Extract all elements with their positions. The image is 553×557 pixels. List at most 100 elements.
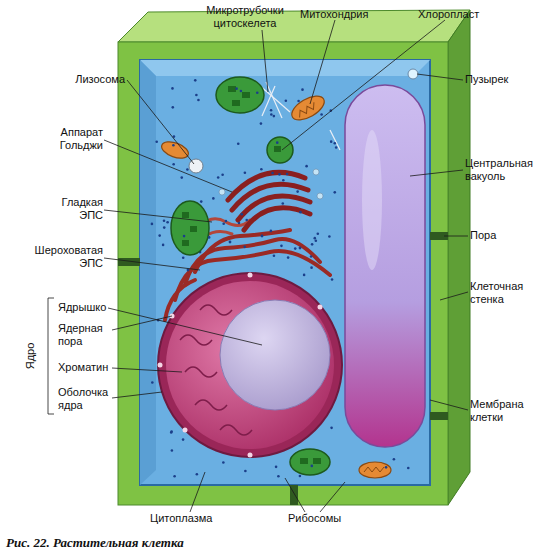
ribosome-dot (237, 142, 240, 145)
leader-line (444, 236, 468, 237)
ribosome-dot (151, 223, 154, 226)
chloroplast-body (267, 137, 293, 163)
vacuole-highlight (362, 130, 382, 270)
ribosome-dot (173, 475, 176, 478)
ribosome-dot (170, 431, 173, 434)
ribosome-dot (244, 171, 247, 174)
bracket (48, 298, 54, 414)
chloroplast-body (216, 77, 264, 113)
ribosome-dot (151, 381, 154, 384)
ribosome-dot (196, 473, 199, 476)
ribosome-dot (305, 165, 308, 168)
mitochondrion-body (359, 462, 391, 478)
chloroplast (216, 77, 264, 113)
leader-line (320, 482, 345, 512)
ribosome-dot (182, 256, 185, 259)
mitochondrion (359, 462, 391, 478)
part-label: Пузырек (465, 73, 535, 86)
ribosome-dot (310, 465, 313, 468)
part-label: Цитоплазма (150, 512, 230, 525)
vesicle (317, 193, 323, 199)
leader-line (127, 80, 194, 164)
leader-line (104, 258, 200, 270)
ribosome-dot (311, 243, 314, 246)
ribosome-dot (243, 246, 246, 249)
chloroplast (290, 449, 330, 475)
ribosome-dot (328, 235, 331, 238)
ribosome-dot (333, 191, 336, 194)
ribosome-dot (271, 172, 274, 175)
ribosome-dot (277, 475, 280, 478)
granum (274, 146, 281, 152)
ribosome-dot (296, 190, 299, 193)
leader-line (282, 20, 445, 150)
lysosome (189, 159, 203, 173)
ribosome-dot (212, 197, 215, 200)
part-label: Аппарат Гольджи (43, 126, 103, 151)
central-vacuole (345, 85, 425, 447)
ribosome-dot (222, 222, 225, 225)
leader-line (104, 140, 232, 192)
microtubule (330, 130, 340, 150)
ribosome-dot (280, 245, 283, 248)
ribosome-dot (155, 140, 158, 143)
nuclear-pore (248, 453, 253, 458)
ribosome-dot (297, 100, 300, 103)
ribosome-dot (270, 109, 273, 112)
part-label: Центральная вакуоль (465, 157, 547, 182)
ribosome-dot (287, 256, 290, 259)
ribosome-dot (315, 239, 318, 242)
ribosome-dot (285, 100, 288, 103)
nuclear-pore (183, 428, 188, 433)
part-label: Ядрышко (58, 301, 118, 314)
nuclear-pores (158, 273, 323, 458)
nuclear-envelope (158, 273, 342, 457)
cristae (297, 102, 317, 117)
ribosome-dot (330, 427, 333, 430)
microtubules (258, 82, 340, 150)
ribosome-dot (299, 211, 302, 214)
leader-line (417, 74, 463, 80)
ribosome-dot (301, 88, 304, 91)
chloroplast-body (171, 201, 209, 255)
ribosome-dot (208, 236, 211, 239)
figure-caption: Рис. 22. Растительная клетка (6, 535, 184, 551)
part-label: Гладкая ЭПС (51, 196, 103, 221)
ribosome-dot (310, 255, 313, 258)
ribosome-dot (244, 470, 247, 473)
leader-line (430, 400, 468, 410)
granum (313, 458, 321, 464)
ribosome-dot (217, 176, 220, 179)
chromatin-strand (200, 305, 232, 315)
ribosome-dot (273, 254, 276, 257)
nucleoplasm (166, 281, 334, 449)
mitochondrion-body (159, 139, 190, 162)
ribosome-dot (182, 438, 185, 441)
nuclear-pore (248, 273, 253, 278)
granum (300, 458, 308, 464)
leader-line (262, 30, 268, 92)
vesicle (408, 69, 418, 79)
ribosome-dot (261, 235, 264, 238)
leader-line (410, 170, 463, 176)
ribosome-dot (166, 221, 169, 224)
part-label: Мембрана клетки (470, 398, 534, 423)
part-label: Лизосома (55, 73, 125, 86)
ribosome-dot (240, 90, 243, 93)
ribosome-dot (163, 219, 166, 222)
ribosome-dot (171, 106, 174, 109)
ribosome-dot (172, 144, 175, 147)
ribosome-dot (180, 176, 183, 179)
ribosome-dot (238, 222, 241, 225)
granum (232, 100, 240, 106)
ribosome-dot (170, 430, 173, 433)
mitochondrion-body (288, 91, 328, 125)
ribosome-dot (225, 220, 228, 223)
ribosome-dot (256, 91, 259, 94)
chloroplast-body (290, 449, 330, 475)
ribosome-dot (276, 141, 279, 144)
golgi-apparatus (228, 172, 310, 230)
ribosome-dot (240, 213, 243, 216)
er-cisterna (195, 230, 290, 272)
leader-line (190, 472, 205, 512)
